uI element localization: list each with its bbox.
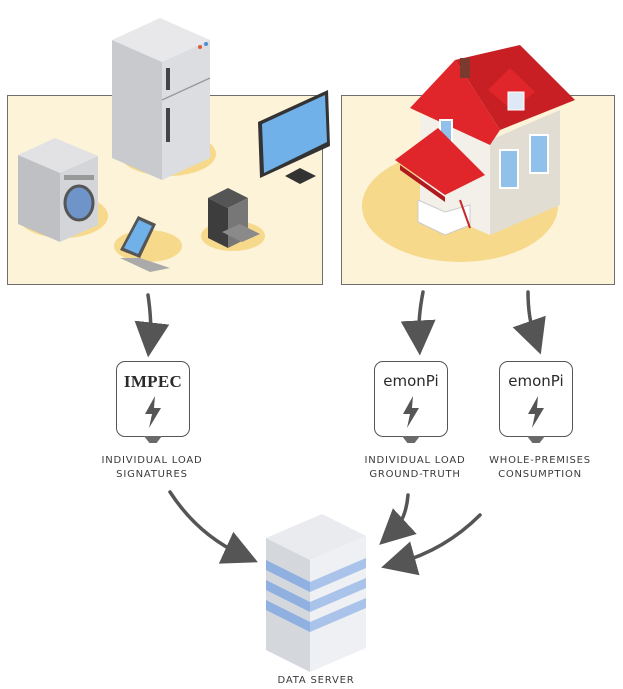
arrow-emonpi-premises-to-server	[381, 513, 482, 576]
emonpi-premises-device: emonPi	[499, 361, 573, 443]
impec-label: IMPEC	[123, 372, 183, 391]
arrow-house-to-emonpi-load	[400, 290, 436, 356]
server-caption: DATA SERVER	[277, 675, 355, 686]
flow-arrows	[134, 290, 546, 576]
impec-caption: INDIVIDUAL LOAD SIGNATURES	[72, 454, 232, 482]
server-rack-icon	[266, 514, 366, 672]
emonpi-premises-label: emonPi	[508, 372, 564, 390]
lightning-bolt-icon	[528, 396, 544, 428]
lightning-bolt-icon	[403, 396, 419, 428]
emonpi-premises-caption-line1: WHOLE-PREMISES	[489, 455, 591, 466]
emonpi-premises-caption: WHOLE-PREMISES CONSUMPTION	[470, 454, 610, 482]
impec-caption-line1: INDIVIDUAL LOAD	[101, 455, 203, 466]
emonpi-premises-caption-line2: CONSUMPTION	[498, 469, 582, 480]
emonpi-load-caption: INDIVIDUAL LOAD GROUND-TRUTH	[340, 454, 490, 482]
arrow-emonpi-load-to-server	[379, 493, 417, 545]
house-panel	[341, 95, 615, 285]
appliances-panel	[7, 95, 323, 285]
emonpi-load-caption-line2: GROUND-TRUTH	[369, 469, 461, 480]
appliances-illustration	[18, 132, 265, 262]
emonpi-load-label: emonPi	[383, 372, 439, 390]
lightning-bolt-icon	[145, 396, 161, 428]
impec-device: IMPEC	[116, 361, 190, 443]
device-connector	[144, 436, 162, 443]
device-connector	[402, 436, 420, 443]
arrow-house-to-emonpi-premises	[512, 290, 546, 355]
house-illustration	[362, 150, 558, 262]
device-connector	[527, 436, 545, 443]
arrow-impec-to-server	[168, 490, 258, 564]
impec-caption-line2: SIGNATURES	[116, 469, 188, 480]
emonpi-load-caption-line1: INDIVIDUAL LOAD	[364, 455, 466, 466]
arrow-appliances-to-impec	[134, 293, 170, 358]
emonpi-load-device: emonPi	[374, 361, 448, 443]
